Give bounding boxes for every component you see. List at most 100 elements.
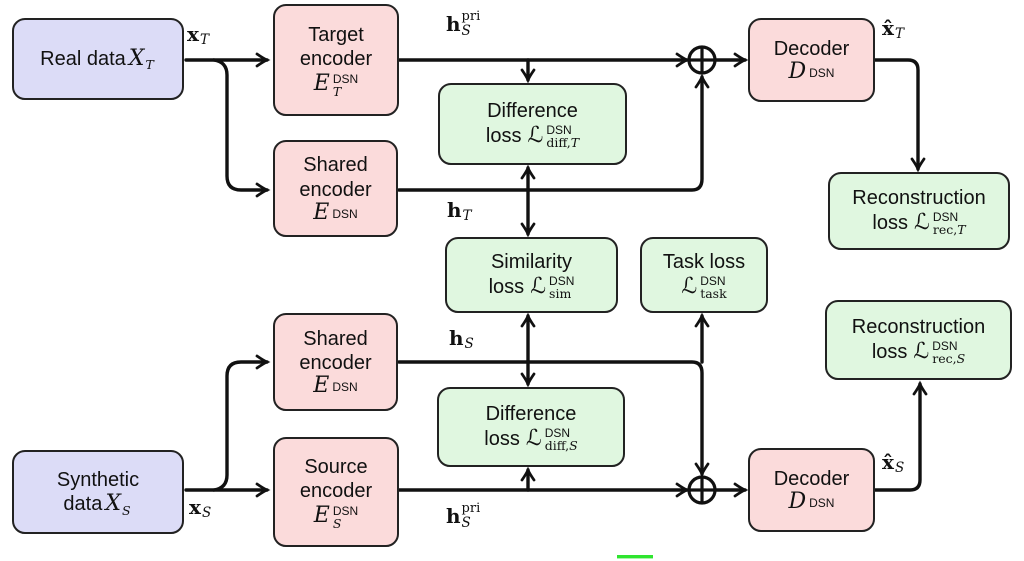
source-encoder-line1: Source [304,455,368,478]
difference-loss-source-line1: Difference [485,403,577,426]
math-sub-rm: diff, [546,135,571,151]
reconstruction-loss-source-line1: Reconstruction [851,316,986,339]
math-base: E [313,373,330,399]
decoder-source-line1: Decoder [773,467,850,490]
math-base: ℒ [530,274,547,300]
label-xhat-T: x̂T [882,16,904,41]
math-sub-rm: task [700,286,727,302]
math-base: D [788,59,807,85]
math-base: X [128,45,145,71]
math-sub: S [894,460,905,476]
math-sub-rm: diff, [544,438,570,454]
math-sub-rm: rec, [932,351,957,367]
math-sub-rm: rec, [932,222,958,238]
loss-word: loss [871,340,908,363]
green-dash [617,555,653,559]
merge-oplus-top [687,45,717,75]
math-sub: S [461,23,471,39]
math-base: h [447,198,462,222]
math-base: x̂ [882,16,894,40]
math-sup: DSN [809,66,835,81]
difference-loss-target-line1: Difference [487,100,578,123]
math-sub: T [332,83,342,99]
similarity-loss-line1: Similarity [490,251,573,274]
loss-word: loss [488,275,525,298]
math-base: E [313,71,330,97]
math-sub: S [461,515,471,531]
loss-word: loss [485,124,522,147]
math-sub-it: T [570,135,580,151]
math-sub: T [145,57,154,73]
math-sub: S [122,502,131,518]
math-base: ℒ [525,426,542,452]
math-sup: DSN [546,123,572,138]
math-sub: S [332,515,342,531]
edge-xT-branch-to-shared-encoder [212,58,267,190]
math-base: E [313,199,330,225]
loss-word: loss [872,211,908,234]
synthetic-data-box: Synthetic data X S [12,450,184,534]
shared-encoder-bottom-line2: encoder [299,352,372,374]
shared-encoder-top-line1: Shared [303,154,368,177]
math-base: x̂ [882,450,894,474]
math-base: h [446,12,461,36]
math-base: x [189,495,201,519]
math-base: ℒ [681,274,698,300]
math-sup: DSN [544,426,571,441]
math-base: ℒ [914,210,930,236]
synthetic-data-line2: data X S [63,491,132,518]
shared-encoder-top-line2: encoder [299,178,372,201]
math-base: X [105,491,122,517]
edge-xhatT-to-reconstruction-loss-target [873,58,918,169]
math-sub-it: T [957,222,966,238]
math-sub: T [199,32,209,48]
math-sup: DSN [700,274,726,289]
math-sup: DSN [332,206,358,221]
math-base: h [449,326,464,350]
shared-encoder-bottom-line1: Shared [303,327,368,350]
source-encoder-line2: encoder [299,480,373,503]
synthetic-data-line1: Synthetic [56,468,140,491]
math-base: ℒ [527,123,544,149]
synthetic-data-text: data [63,493,103,515]
math-sub-it: S [956,351,966,367]
label-xhat-S: x̂S [882,450,904,475]
math-base: E [313,503,330,529]
math-base: h [446,504,461,528]
math-sup: pri [461,501,481,516]
target-encoder-line2: encoder [299,48,373,71]
math-sub-it: S [569,438,578,454]
edge-xhatS-to-reconstruction-loss-source [873,384,920,492]
math-sup: pri [461,9,481,24]
math-base: ℒ [913,339,930,365]
reconstruction-loss-target-line1: Reconstruction [852,187,986,210]
math-sub-rm: sim [549,286,572,302]
math-sup: DSN [332,71,359,86]
target-encoder-line1: Target [308,23,364,46]
